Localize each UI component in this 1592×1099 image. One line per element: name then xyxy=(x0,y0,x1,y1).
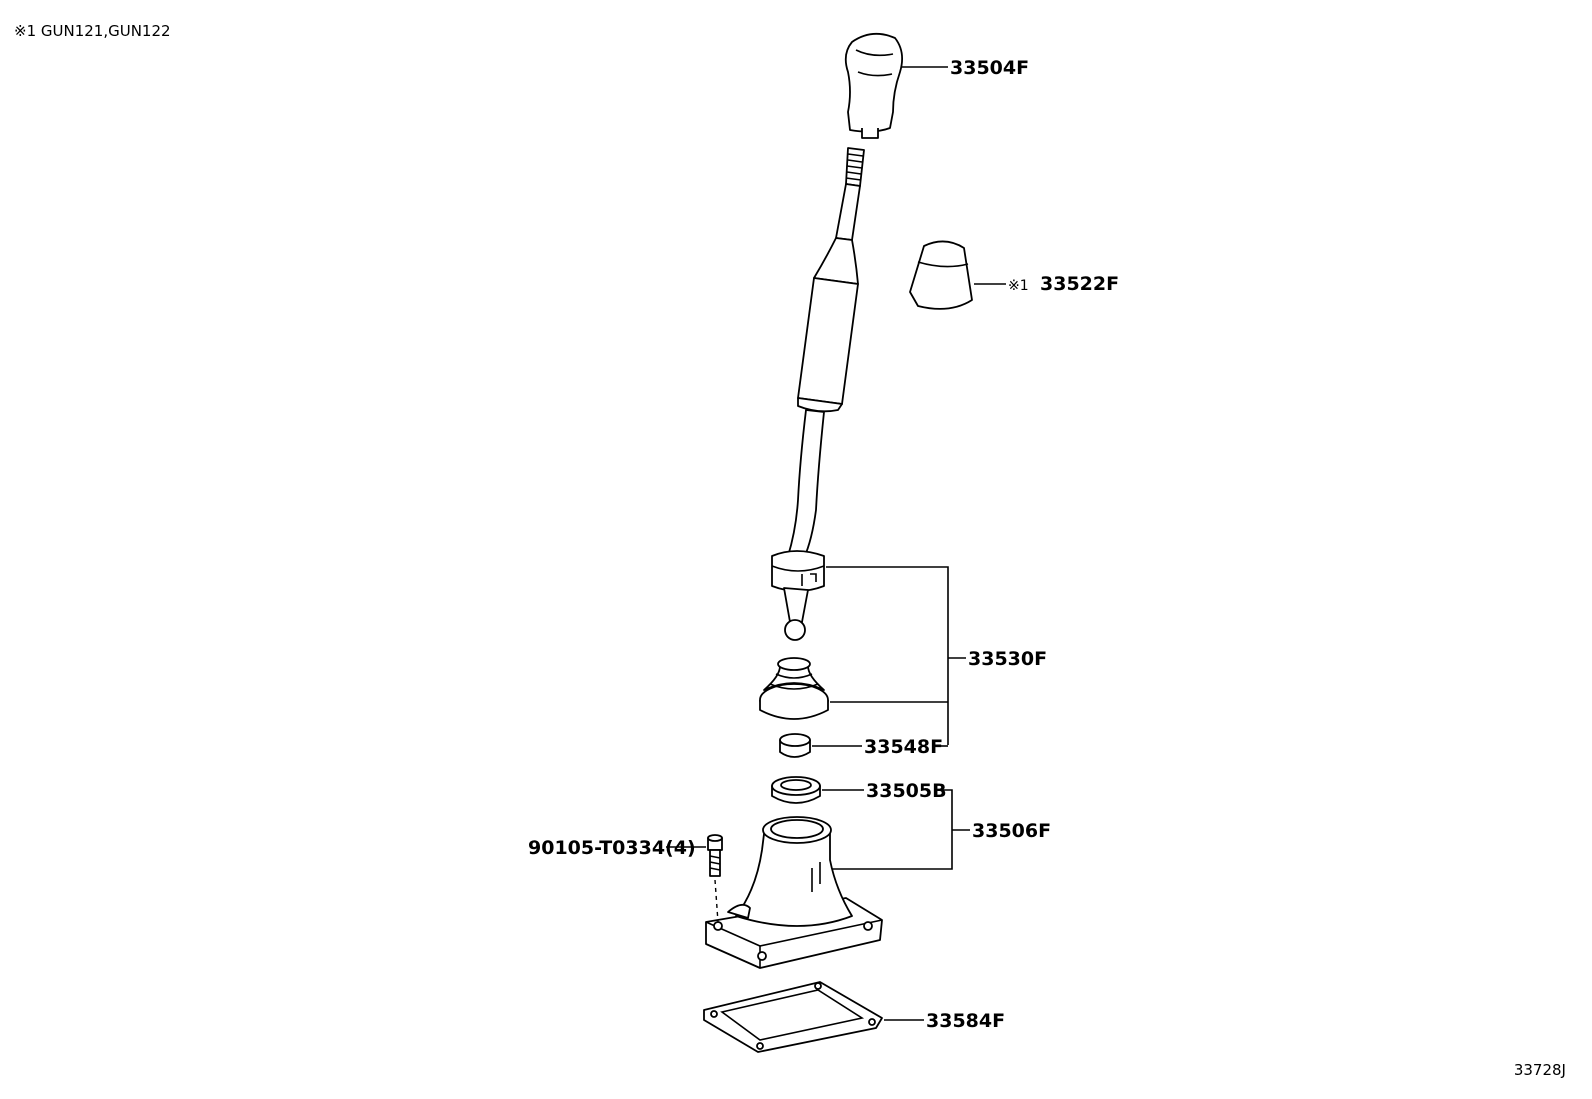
bushing[interactable] xyxy=(779,733,811,758)
label-33506F[interactable]: 33506F xyxy=(972,820,1051,842)
label-bolt[interactable]: 90105-T0334(4) xyxy=(528,837,696,859)
shift-lever[interactable] xyxy=(771,147,865,641)
label-33505B[interactable]: 33505B xyxy=(866,780,947,802)
bolt-axis xyxy=(714,879,719,923)
applicability-note: ※1 GUN121,GUN122 xyxy=(14,22,171,40)
label-33504F[interactable]: 33504F xyxy=(950,57,1029,79)
label-33548F[interactable]: 33548F xyxy=(864,736,943,758)
shift-retainer[interactable] xyxy=(705,816,883,969)
bolt[interactable] xyxy=(707,834,723,877)
gasket[interactable] xyxy=(703,981,883,1053)
shift-knob[interactable] xyxy=(844,32,904,139)
label-33530F[interactable]: 33530F xyxy=(968,648,1047,670)
alt-shift-knob[interactable] xyxy=(909,240,973,310)
seal[interactable] xyxy=(771,776,821,804)
diagram-code: 33728J xyxy=(1513,1061,1566,1079)
label-33522F-mark: ※1 xyxy=(1008,278,1029,294)
bracket-33530F xyxy=(826,566,949,745)
label-33522F[interactable]: 33522F xyxy=(1040,273,1119,295)
label-33584F[interactable]: 33584F xyxy=(926,1010,1005,1032)
shift-boot[interactable] xyxy=(759,657,829,720)
